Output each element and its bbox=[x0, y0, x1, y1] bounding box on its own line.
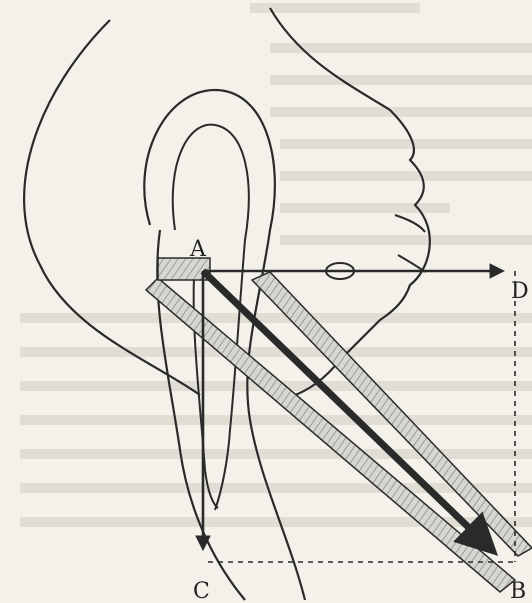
label-point-d: D bbox=[511, 279, 529, 304]
label-point-c: C bbox=[193, 579, 210, 603]
label-point-b: B bbox=[510, 579, 526, 603]
label-point-a: A bbox=[189, 237, 207, 262]
background-text-lines bbox=[20, 8, 532, 522]
arrow-a-to-b bbox=[203, 271, 492, 550]
